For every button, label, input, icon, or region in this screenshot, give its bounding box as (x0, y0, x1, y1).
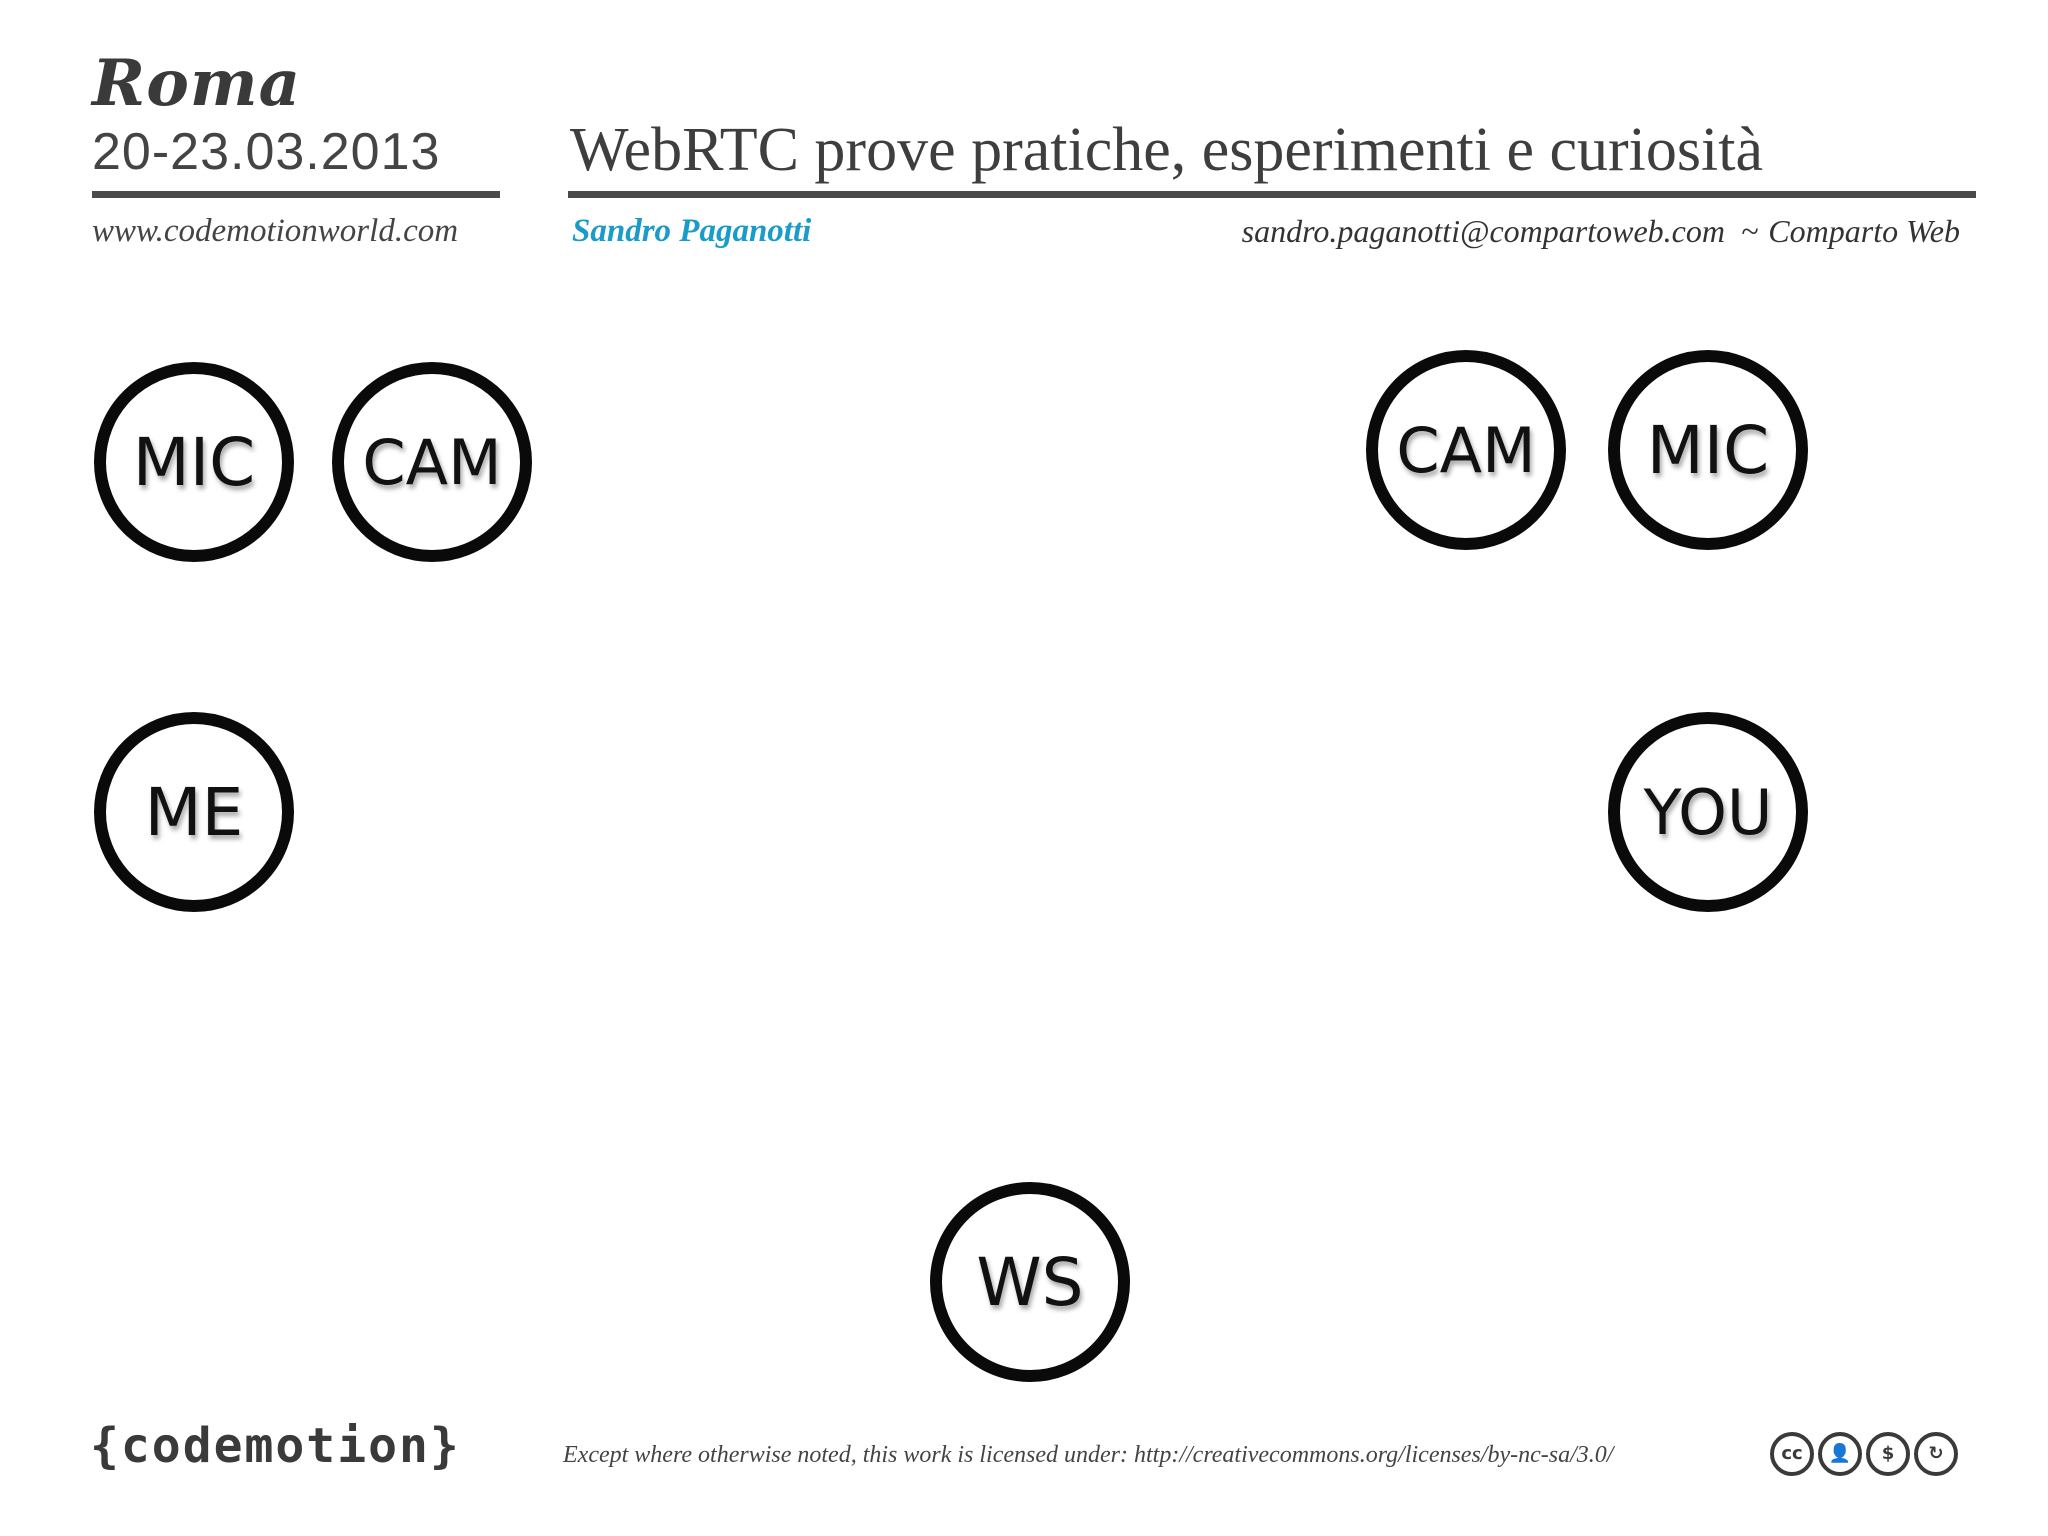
node-mic-right: MIC (1608, 350, 1808, 550)
speaker-contact: sandro.paganotti@compartoweb.com ~Compart… (1242, 212, 1960, 250)
node-ws: WS (930, 1182, 1130, 1382)
contact-separator: ~ (1740, 213, 1759, 249)
license-text: Except where otherwise noted, this work … (563, 1442, 1614, 1468)
slide-title: WebRTC prove pratiche, esperimenti e cur… (570, 116, 1763, 184)
event-dates: 20-23.03.2013 (92, 123, 441, 181)
header-divider-right (568, 191, 1976, 198)
speaker-company: Comparto Web (1768, 213, 1960, 249)
node-cam-right: CAM (1366, 350, 1566, 550)
speaker-name: Sandro Paganotti (572, 213, 812, 249)
creative-commons-badge: cc 👤 $ ↻ (1770, 1432, 1958, 1476)
node-me: ME (94, 712, 294, 912)
codemotion-logo: {codemotion} (90, 1418, 461, 1474)
header-divider-left (92, 191, 500, 198)
node-mic-left: MIC (94, 362, 294, 562)
event-website: www.codemotionworld.com (92, 213, 459, 249)
speaker-email: sandro.paganotti@compartoweb.com (1241, 213, 1725, 249)
node-cam-left: CAM (332, 362, 532, 562)
sa-icon: ↻ (1914, 1432, 1958, 1476)
cc-icon: cc (1770, 1432, 1814, 1476)
event-city: Roma (92, 46, 302, 121)
node-you: YOU (1608, 712, 1808, 912)
nc-icon: $ (1866, 1432, 1910, 1476)
by-icon: 👤 (1818, 1432, 1862, 1476)
